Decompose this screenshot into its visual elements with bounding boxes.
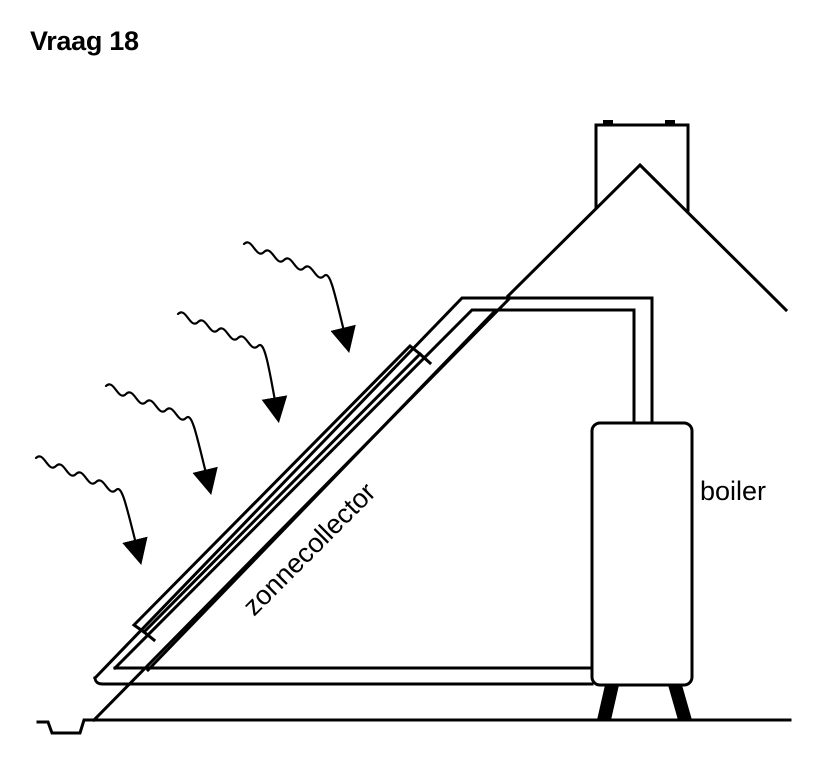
sun-ray-arrow xyxy=(104,383,218,496)
boiler-tank xyxy=(590,421,694,687)
sun-ray-arrow xyxy=(34,455,148,566)
roof-line xyxy=(505,162,789,313)
ground-line xyxy=(36,718,792,735)
sun-ray-arrow xyxy=(242,241,356,354)
boiler-feet xyxy=(597,685,692,720)
collector-pipe-loop xyxy=(92,296,654,686)
question-title: Vraag 18 xyxy=(30,26,139,56)
boiler-label: boiler xyxy=(700,476,766,506)
chimney xyxy=(594,120,690,212)
sun-rays xyxy=(34,241,356,566)
sun-ray-arrow xyxy=(176,311,288,424)
collector-panel xyxy=(131,343,433,643)
